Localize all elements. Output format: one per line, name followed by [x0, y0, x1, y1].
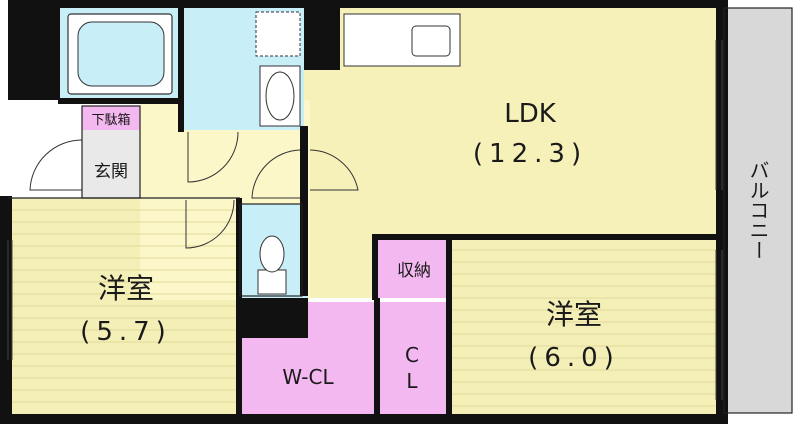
closet-label-top: C [405, 343, 419, 367]
flooring-lines [8, 209, 716, 407]
storage-label: 収納 [397, 261, 431, 281]
washbasin-icon [259, 65, 301, 127]
kitchen-sink-icon [343, 13, 461, 67]
western-room-left-size: (5.7) [80, 317, 172, 347]
room-outlines [8, 7, 793, 414]
washing-machine-icon [255, 11, 301, 57]
entrance-label: 玄関 [94, 162, 128, 182]
ldk-size: (12.3) [473, 139, 587, 169]
closet-area [378, 302, 450, 414]
doors [29, 131, 359, 249]
entrance-area [82, 130, 140, 198]
ldk-label: LDK [504, 99, 557, 129]
shoe-box-label: 下駄箱 [91, 112, 130, 128]
walls [0, 0, 728, 424]
shoe-box-area [82, 106, 140, 130]
toilet-icon [257, 235, 287, 295]
walk-in-closet-label: W-CL [282, 365, 334, 389]
windows [7, 40, 723, 400]
storage-area [378, 238, 450, 298]
bathtub-icon [67, 13, 173, 95]
western-room-left-label: 洋室 [98, 272, 154, 305]
closet-label-bottom: L [406, 369, 418, 393]
western-room-right-size: (6.0) [528, 343, 620, 373]
balcony-area [724, 8, 792, 413]
western-room-right-label: 洋室 [546, 298, 602, 331]
western-room-right-area [450, 238, 716, 414]
balcony-label: バルコニー [746, 160, 770, 260]
